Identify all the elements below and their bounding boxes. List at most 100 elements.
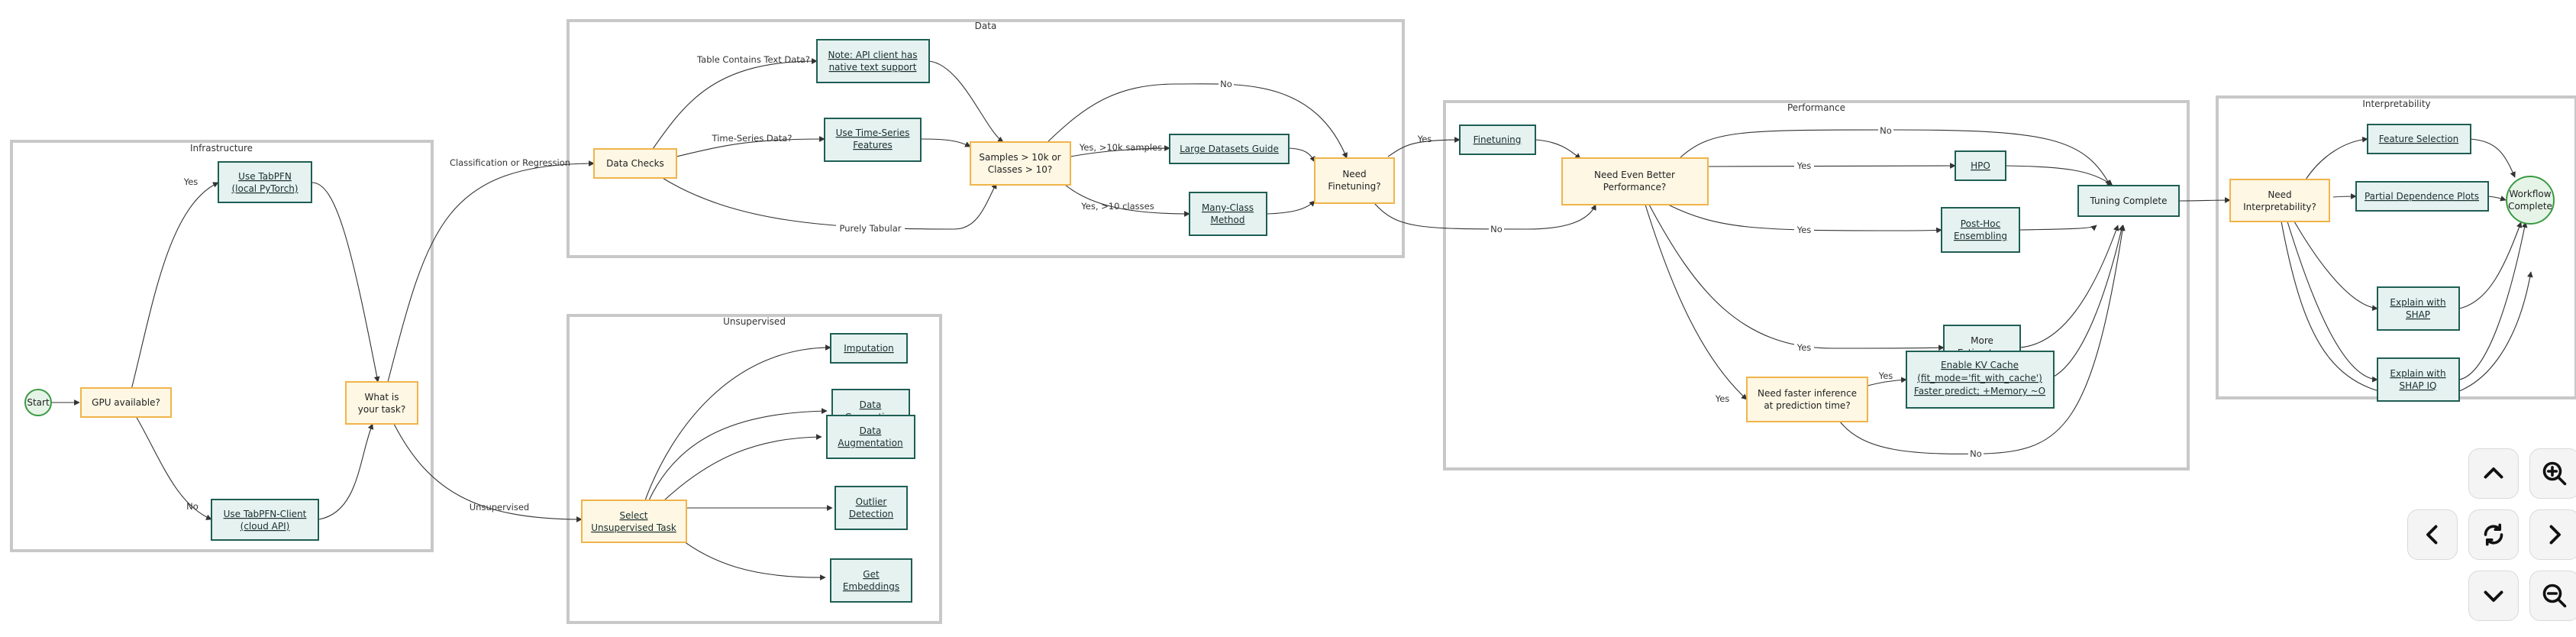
node-get-embeddings[interactable]: Get Embeddings <box>830 558 912 603</box>
node-label: Finetuning <box>1474 134 1522 145</box>
node-use-tabpfn[interactable]: Use TabPFN (local PyTorch) <box>218 161 312 203</box>
reset-view-button[interactable] <box>2468 509 2519 560</box>
node-select-unsupervised[interactable]: Select Unsupervised Task <box>581 500 687 543</box>
node-label: SHAP <box>2406 309 2430 320</box>
edge-large-needft <box>1288 147 1315 163</box>
node-need-better-performance[interactable]: Need Even Better Performance? <box>1561 157 1709 205</box>
pan-left-button[interactable] <box>2407 509 2458 560</box>
edge-label: Yes <box>1715 393 1730 404</box>
node-label: Need faster inference <box>1758 388 1857 399</box>
node-gpu-available[interactable]: GPU available? <box>80 387 172 418</box>
refresh-icon <box>2484 523 2503 546</box>
zoom-out-button[interactable] <box>2529 571 2576 621</box>
cluster-infrastructure: Infrastructure <box>10 140 434 552</box>
edge-label: Purely Tabular <box>836 223 905 234</box>
node-workflow-complete[interactable]: Workflow Complete <box>2506 176 2555 225</box>
svg-text:Yes: Yes <box>1796 342 1812 353</box>
node-note-api-client[interactable]: Note: API client has native text support <box>816 39 930 83</box>
pan-right-button[interactable] <box>2529 509 2576 560</box>
node-need-finetuning[interactable]: Need Finetuning? <box>1314 157 1395 204</box>
edge-samples-needft <box>1047 83 1348 159</box>
edge-label: Unsupervised <box>470 502 529 513</box>
svg-text:Yes, >10k samples: Yes, >10k samples <box>1079 142 1162 153</box>
edge-label: No <box>1489 224 1504 234</box>
cluster-title: Infrastructure <box>190 143 253 154</box>
svg-text:Yes: Yes <box>1878 370 1893 381</box>
node-label: More <box>1971 335 1993 346</box>
node-label: What is <box>365 392 399 403</box>
node-label: Explain with <box>2390 368 2445 379</box>
node-faster-inference[interactable]: Need faster inference at prediction time… <box>1746 377 1868 422</box>
node-label: Feature Selection <box>2379 134 2458 144</box>
node-feature-selection[interactable]: Feature Selection <box>2367 124 2471 154</box>
node-samples-classes[interactable]: Samples > 10k or Classes > 10? <box>970 141 1071 186</box>
pan-up-button[interactable] <box>2468 448 2519 499</box>
node-what-task[interactable]: What is your task? <box>345 381 418 425</box>
node-label: Select <box>619 510 647 521</box>
node-label: at prediction time? <box>1764 400 1850 411</box>
node-pdp[interactable]: Partial Dependence Plots <box>2355 181 2489 212</box>
edge-label: Yes <box>1417 134 1432 144</box>
node-label: Data <box>860 425 882 436</box>
svg-text:No: No <box>1970 448 1982 459</box>
edge-label: No <box>1219 79 1234 89</box>
chevron-right-icon <box>2549 525 2561 545</box>
node-label: Start <box>27 397 50 408</box>
svg-text:Unsupervised: Unsupervised <box>470 502 529 513</box>
node-label: SHAP IQ <box>2400 380 2437 391</box>
node-post-hoc[interactable]: Post-Hoc Ensembling <box>1941 207 2020 253</box>
node-label: (cloud API) <box>240 521 290 532</box>
cluster-title: Data <box>975 21 997 31</box>
chevron-up-icon <box>2484 467 2503 479</box>
node-use-tabpfn-client[interactable]: Use TabPFN-Client (cloud API) <box>211 499 319 541</box>
node-start[interactable]: Start <box>24 389 52 416</box>
edge-dc-ts <box>676 136 825 157</box>
pan-down-button[interactable] <box>2468 571 2519 621</box>
edge-finetuning-needbetter <box>1535 139 1581 160</box>
edge-kv-tuning <box>2053 225 2125 377</box>
node-label: Faster predict; +Memory ~O <box>1914 386 2045 396</box>
node-time-series[interactable]: Use Time-Series Features <box>824 118 922 162</box>
node-need-interpretability[interactable]: Need Interpretability? <box>2229 179 2330 222</box>
node-hpo[interactable]: HPO <box>1955 150 2006 181</box>
svg-text:No: No <box>1490 224 1503 234</box>
node-explain-shap[interactable]: Explain with SHAP <box>2377 286 2460 331</box>
edge-needinterp-pdp <box>2332 193 2357 199</box>
node-label: Enable KV Cache <box>1941 360 2019 370</box>
node-imputation[interactable]: Imputation <box>830 333 908 364</box>
svg-text:No: No <box>1220 79 1232 89</box>
node-label: Use TabPFN <box>238 171 292 182</box>
edge-shapiq-workflow <box>2458 221 2528 380</box>
edge-label: Time-Series Data? <box>712 133 792 144</box>
svg-text:Yes: Yes <box>183 176 199 187</box>
svg-text:Table Contains Text Data?: Table Contains Text Data? <box>696 54 810 65</box>
edge-label: Yes <box>1878 370 1893 381</box>
node-explain-shap-iq[interactable]: Explain with SHAP IQ <box>2377 357 2460 402</box>
edge-faster-tuning-no <box>1839 225 2126 454</box>
edge-samples-many <box>1064 184 1190 217</box>
node-label: Detection <box>849 509 893 519</box>
node-label: (local PyTorch) <box>232 183 299 194</box>
node-label: Get <box>863 569 880 580</box>
node-many-class[interactable]: Many-Class Method <box>1189 192 1267 236</box>
edge-label: No <box>1878 125 1893 136</box>
edge-label: No <box>186 501 199 512</box>
edge-note-samples <box>928 60 1004 143</box>
zoom-in-button[interactable] <box>2529 448 2576 499</box>
chevron-left-icon <box>2426 525 2438 545</box>
node-label: Many-Class <box>1202 202 1254 213</box>
node-kv-cache[interactable]: Enable KV Cache (fit_mode='fit_with_cach… <box>1906 351 2055 409</box>
node-large-datasets[interactable]: Large Datasets Guide <box>1169 134 1290 164</box>
node-tuning-complete[interactable]: Tuning Complete <box>2077 185 2180 217</box>
edge-unsup-datagen <box>648 408 828 501</box>
node-label: Need <box>2268 189 2291 200</box>
edge-needbetter-posthoc <box>1667 204 1942 234</box>
edge-task-datachecks <box>387 160 595 383</box>
node-data-checks[interactable]: Data Checks <box>593 148 677 179</box>
node-data-augmentation[interactable]: Data Augmentation <box>826 415 915 459</box>
node-outlier-detection[interactable]: Outlier Detection <box>834 486 908 530</box>
edge-gpu-client <box>135 416 212 520</box>
node-label: Data Checks <box>606 158 664 169</box>
node-finetuning[interactable]: Finetuning <box>1459 124 1536 155</box>
